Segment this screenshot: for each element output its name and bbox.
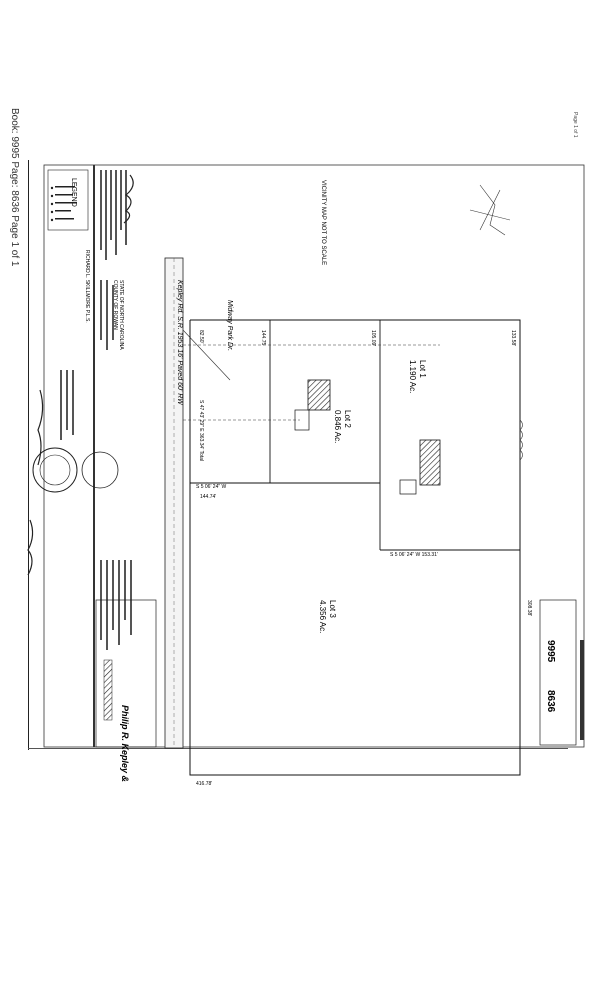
- seg-b: 144.75: [260, 330, 266, 346]
- page-no: 8636: [545, 690, 556, 713]
- legend-title: LEGEND: [70, 178, 77, 207]
- lot2-area: 0.846 Ac.: [333, 410, 342, 443]
- owner-name: Philip R. Kepley &: [120, 705, 130, 782]
- barcode: [580, 640, 584, 740]
- building-lot2: [307, 379, 331, 411]
- bearing-front: S 47 43' 29" E 363.34' Total: [198, 400, 204, 461]
- vicinity-label: VICINITY MAP NOT TO SCALE: [320, 180, 326, 265]
- scale-bar: [103, 659, 113, 721]
- right-len: 308.38': [526, 600, 532, 616]
- mid-len: 144.74': [200, 494, 216, 500]
- seg-d: 133.58': [510, 330, 516, 346]
- property-boundary: [189, 319, 521, 776]
- vicinity-map-roads: [469, 184, 511, 236]
- seg-c: 105.09': [370, 330, 376, 346]
- lot1-area: 1.190 Ac.: [408, 360, 417, 393]
- title-block-divider: [93, 165, 95, 747]
- rear-len: 416.78': [196, 781, 212, 787]
- building-lot1: [419, 439, 441, 486]
- shed-lot1: [399, 479, 417, 495]
- scan-bottom-edge: [28, 748, 568, 749]
- recording-block: [539, 599, 577, 746]
- legend-items: [50, 186, 77, 222]
- notary-seal: [81, 451, 119, 489]
- seg-a: 82.50': [198, 330, 204, 344]
- book-no: 9995: [545, 640, 556, 663]
- road-name: Kepley Rd. S.R. 1953 16' Paved 60' RW: [176, 280, 183, 406]
- signature-officer: [27, 519, 34, 576]
- signature-surveyor: [123, 174, 134, 224]
- scan-edge: [28, 160, 29, 750]
- side-road-name: Midway Park Dr.: [226, 300, 233, 351]
- side-road-leader: [182, 329, 231, 381]
- bottom-bearing: S 5 06' 24" W 153.31': [390, 552, 438, 558]
- lot1-name: Lot 1: [418, 360, 427, 378]
- plat-frame: [43, 164, 585, 748]
- lot3-area: 4.356 Ac.: [318, 600, 327, 633]
- shed-lot2: [294, 409, 310, 431]
- mid-bearing: S 5 06' 24" W: [196, 484, 227, 490]
- tree-line: [519, 419, 523, 461]
- lot3-name: Lot 3: [328, 600, 337, 618]
- surveyor-seal: [32, 447, 78, 493]
- surveyor-name: RICHARD L. SKILLMORE P.L.S.: [84, 250, 90, 323]
- county-name: COUNTY OF ROWAN: [112, 280, 118, 330]
- owner-block: [95, 599, 157, 748]
- legend-box: [47, 169, 89, 231]
- state-name: STATE OF NORTH CAROLINA: [118, 280, 124, 350]
- certificate-text: [60, 170, 132, 650]
- lot2-name: Lot 2: [343, 410, 352, 428]
